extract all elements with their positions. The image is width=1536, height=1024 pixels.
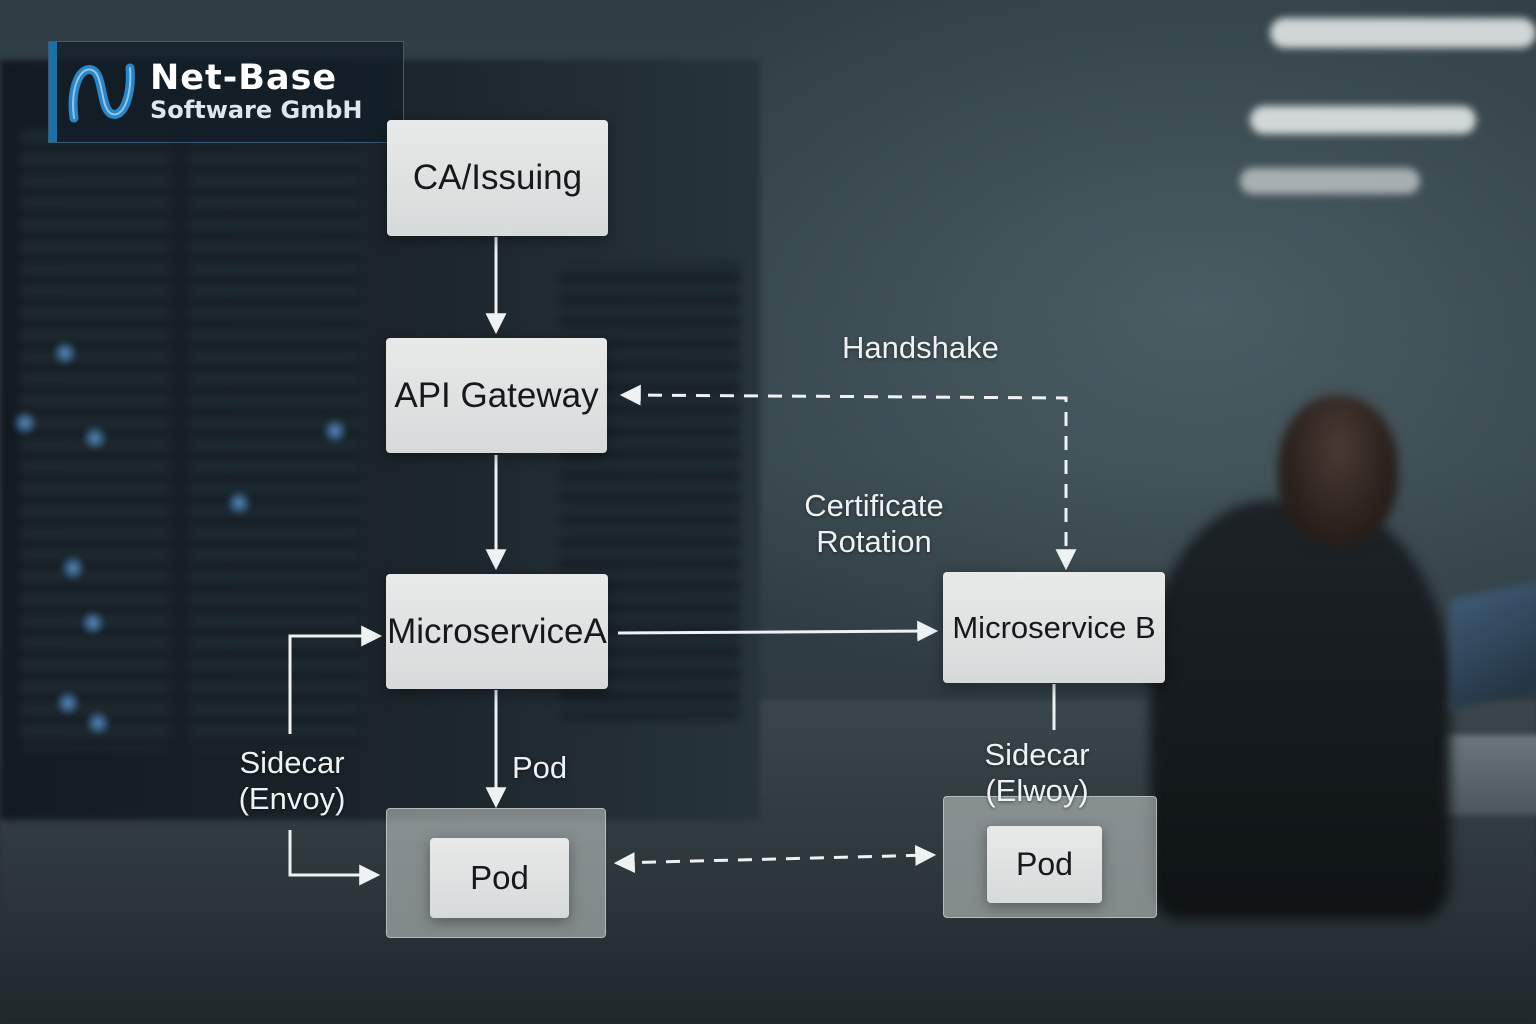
node-pod-b: Pod <box>987 826 1102 903</box>
ceiling-light <box>1250 106 1476 134</box>
rack-led <box>60 555 86 581</box>
rack-led <box>55 690 81 716</box>
node-pod-a: Pod <box>430 838 569 918</box>
logo-subtitle: Software GmbH <box>150 96 363 124</box>
label-sidecar-elwoy-line2: (Elwoy) <box>985 772 1089 808</box>
label-pod-arrow: Pod <box>512 750 568 785</box>
label-sidecar-elwoy-line1: Sidecar <box>984 737 1090 772</box>
label-sidecar-envoy: Sidecar (Envoy) <box>232 745 352 817</box>
sidecar-a-arrow-top <box>288 625 383 734</box>
rack-led <box>322 418 348 444</box>
label-certificate-rotation: Certificate Rotation <box>790 488 958 560</box>
logo-accent-bar <box>49 42 57 142</box>
ceiling-light <box>1240 168 1420 194</box>
label-handshake: Handshake <box>842 330 999 365</box>
label-sidecar-envoy-line1: Sidecar <box>239 745 345 780</box>
handshake-dashed-arrow <box>619 384 1077 571</box>
node-microservice-a: MicroserviceA <box>386 574 608 689</box>
node-microservice-b: Microservice B <box>943 572 1165 683</box>
rack-led <box>82 425 108 451</box>
sidecar-a-arrow-bottom <box>288 830 381 886</box>
label-sidecar-elwoy: Sidecar (Elwoy) <box>980 737 1094 809</box>
person-head <box>1278 395 1398 545</box>
logo-wave-icon <box>68 63 135 123</box>
ceiling-light <box>1270 18 1536 48</box>
company-logo <box>48 41 404 143</box>
rack-led <box>80 610 106 636</box>
logo-name: Net-Base <box>150 58 338 98</box>
label-certificate-rotation-line1: Certificate <box>804 488 944 523</box>
rack-led <box>52 340 78 366</box>
rack-led <box>12 410 38 436</box>
label-sidecar-envoy-line2: (Envoy) <box>238 780 346 816</box>
person-body <box>1150 500 1450 920</box>
pod-to-pod-dashed-arrow <box>613 844 937 874</box>
label-certificate-rotation-line2: Rotation <box>816 523 932 559</box>
rack-led <box>85 710 111 736</box>
node-ca-issuing: CA/Issuing <box>387 120 608 236</box>
node-api-gateway: API Gateway <box>386 338 607 453</box>
rack-led <box>226 490 252 516</box>
arrow-service-a-to-service-b <box>617 620 939 642</box>
